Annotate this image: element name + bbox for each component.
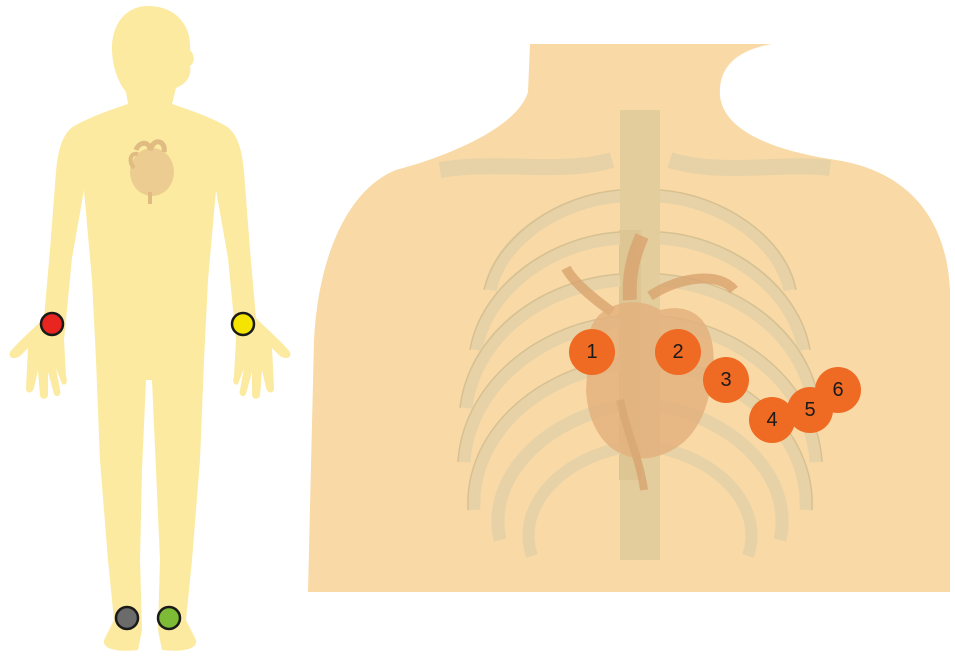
- chest-electrode-label: 1: [586, 341, 597, 363]
- chest-electrode-label: 6: [832, 379, 843, 401]
- left-arm-electrode[interactable]: [232, 313, 254, 335]
- chest-electrode-label: 3: [720, 369, 731, 391]
- chest-electrode-v4[interactable]: 4: [749, 397, 795, 443]
- torso-figure: [308, 44, 950, 592]
- chest-electrode-label: 5: [804, 399, 815, 421]
- right-arm-electrode[interactable]: [41, 313, 63, 335]
- chest-electrode-v2[interactable]: 2: [655, 329, 701, 375]
- chest-electrode-label: 4: [766, 409, 777, 431]
- chest-electrode-v1[interactable]: 1: [569, 329, 615, 375]
- chest-electrode-v3[interactable]: 3: [703, 357, 749, 403]
- right-leg-electrode[interactable]: [116, 607, 138, 629]
- left-leg-electrode[interactable]: [158, 607, 180, 629]
- chest-electrode-label: 2: [672, 341, 683, 363]
